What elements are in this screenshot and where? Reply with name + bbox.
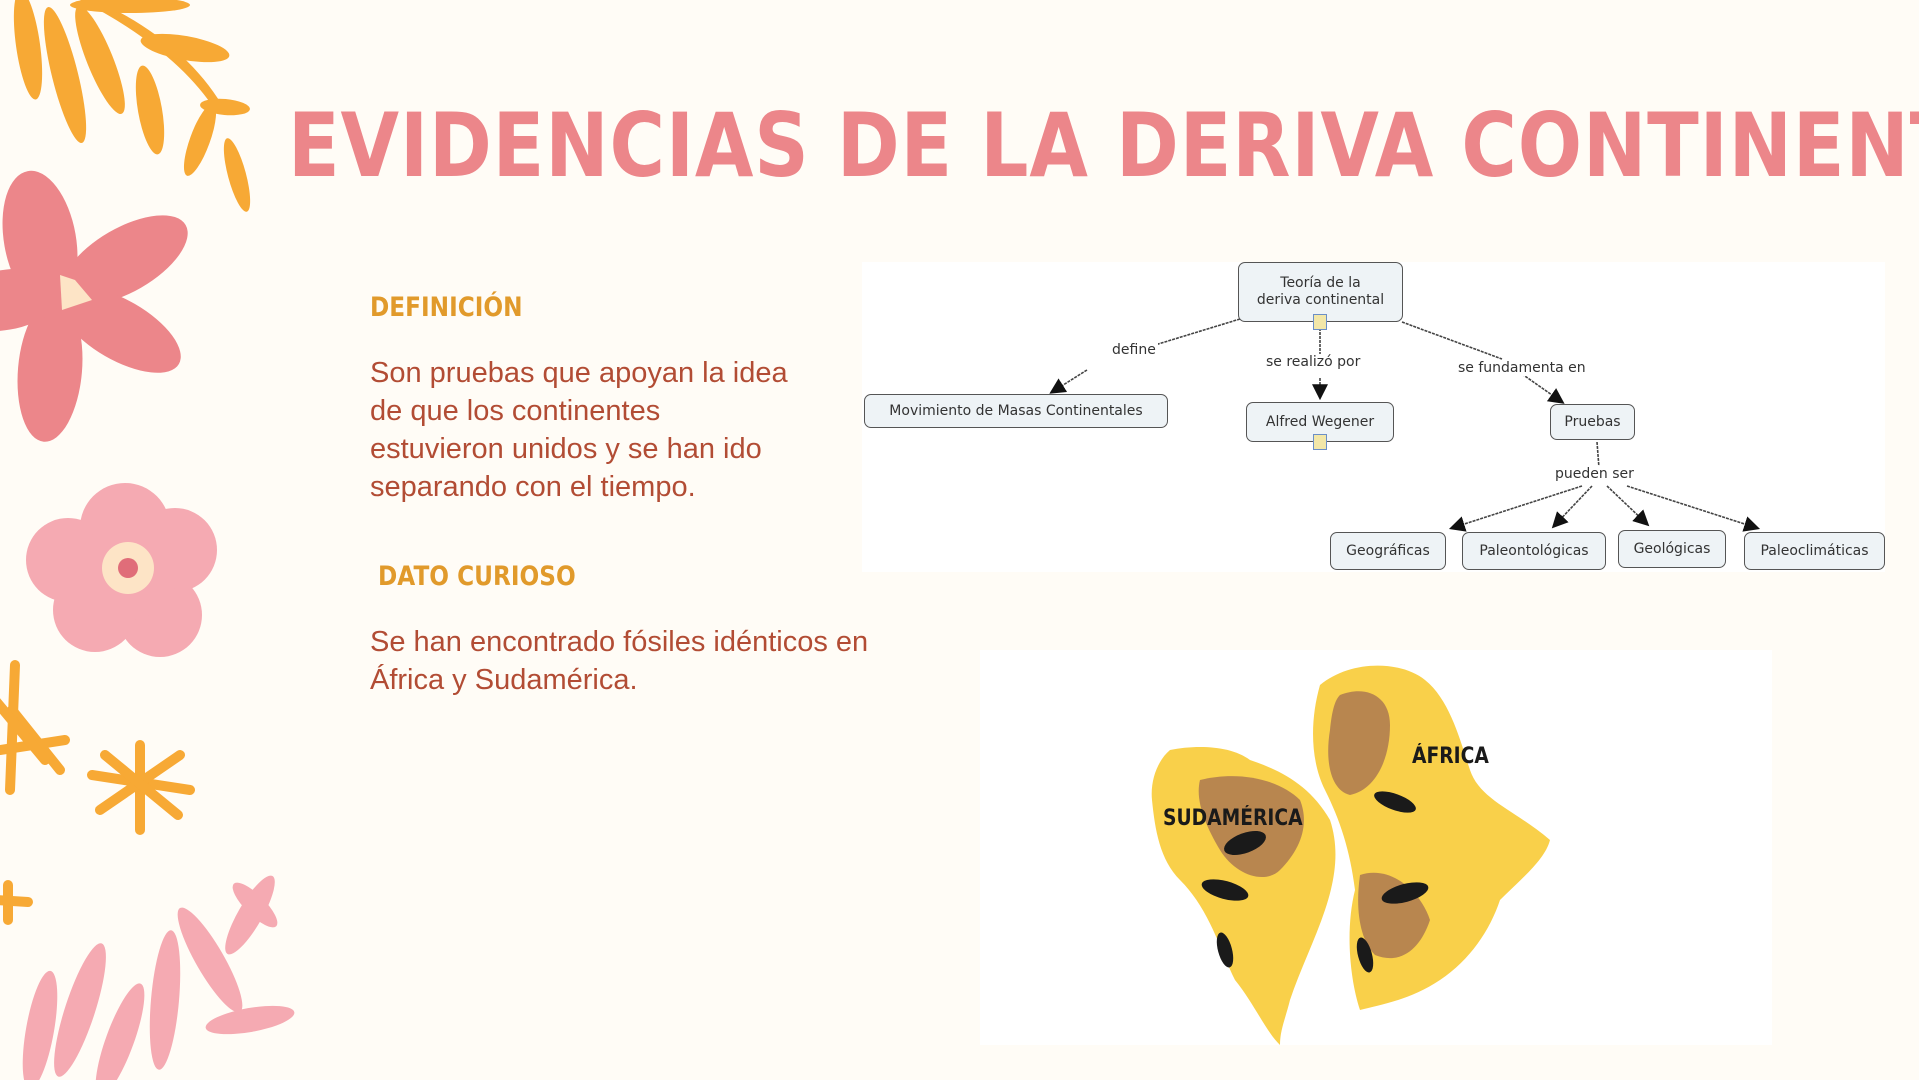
concept-node-geographic[interactable]: Geográficas: [1330, 532, 1446, 570]
fun-fact-line: África y Sudamérica.: [370, 664, 638, 696]
concept-node-paleoclimatic[interactable]: Paleoclimáticas: [1744, 532, 1885, 570]
map-label-south-america: SUDAMÉRICA: [1163, 806, 1303, 831]
orange-leaf-branch-icon: [13, 0, 251, 212]
continents-illustration: [1151, 665, 1550, 1045]
pink-leaf-branch-icon: [22, 875, 295, 1080]
root-node-line: deriva continental: [1256, 292, 1385, 308]
fossil-icons: [1201, 791, 1429, 973]
definition-text: Son pruebas que apoyan la idea de que lo…: [370, 354, 788, 506]
coral-flower-icon: [0, 170, 188, 442]
link-label-define: define: [1110, 342, 1158, 358]
definition-heading: DEFINICIÓN: [370, 292, 523, 323]
link-label-based-on: se fundamenta en: [1456, 360, 1588, 376]
concept-node-paleontological[interactable]: Paleontológicas: [1462, 532, 1606, 570]
orange-star-flower-icon: [0, 660, 195, 925]
concept-node-geological[interactable]: Geológicas: [1618, 530, 1726, 568]
concept-node-movement[interactable]: Movimiento de Masas Continentales: [864, 394, 1168, 428]
definition-line: separando con el tiempo.: [370, 471, 696, 503]
fun-fact-heading: DATO CURIOSO: [378, 561, 576, 592]
concept-map: Teoría de la deriva continental define s…: [862, 262, 1885, 572]
pink-blossom-icon: [26, 483, 217, 657]
link-label-can-be: pueden ser: [1553, 466, 1636, 482]
link-label-made-by: se realizó por: [1264, 354, 1363, 370]
concept-node-evidence[interactable]: Pruebas: [1550, 404, 1635, 440]
definition-line: de que los continentes: [370, 395, 661, 427]
attached-resource-icon[interactable]: [1313, 434, 1327, 450]
root-node-line: Teoría de la: [1280, 275, 1361, 291]
fun-fact-line: Se han encontrado fósiles idénticos en: [370, 626, 869, 658]
definition-line: estuvieron unidos y se han ido: [370, 433, 762, 465]
slide-title: EVIDENCIAS DE LA DERIVA CONTINENTAL: [288, 94, 1919, 197]
fun-fact-text: Se han encontrado fósiles idénticos en Á…: [370, 623, 868, 699]
floral-decoration: [0, 0, 295, 1080]
attached-resource-icon[interactable]: [1313, 314, 1327, 330]
map-label-africa: ÁFRICA: [1412, 744, 1489, 769]
concept-node-root[interactable]: Teoría de la deriva continental: [1238, 262, 1403, 322]
definition-line: Son pruebas que apoyan la idea: [370, 357, 788, 389]
fossil-distribution-map: SUDAMÉRICA ÁFRICA: [980, 650, 1772, 1045]
